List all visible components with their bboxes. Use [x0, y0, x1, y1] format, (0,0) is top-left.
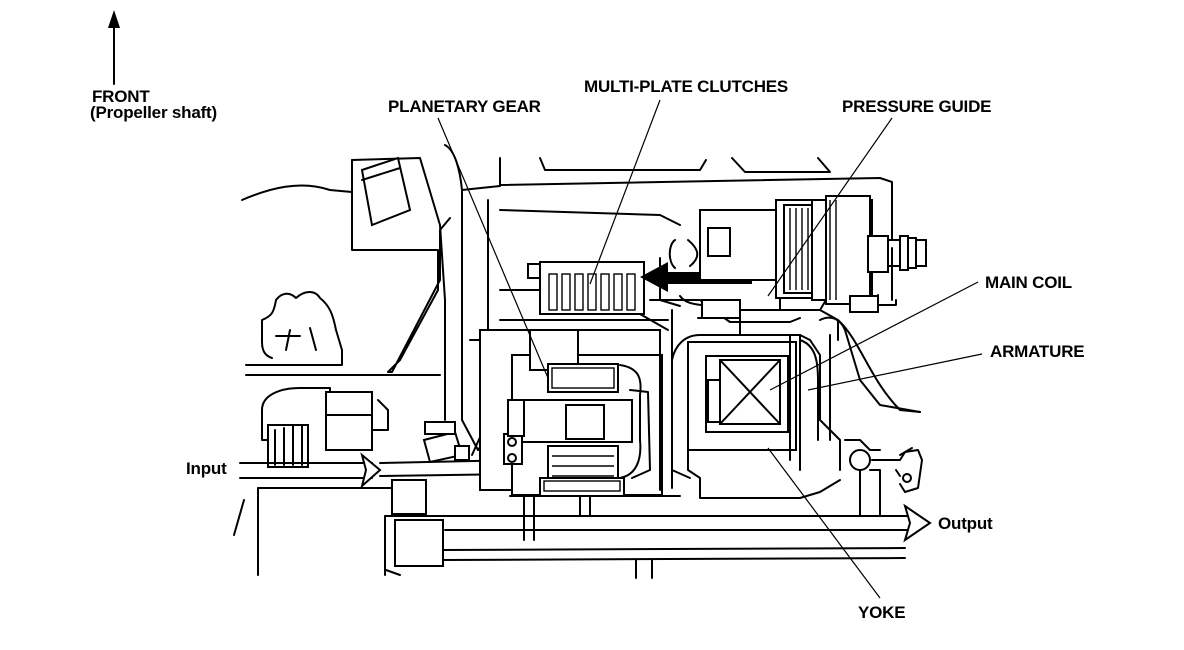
planetary-gear-leader	[437, 117, 549, 379]
pressure-guide-label: PRESSURE GUIDE	[842, 97, 992, 116]
yoke-label: YOKE	[858, 603, 906, 622]
pressure-guide-leader	[767, 117, 893, 297]
front-arrow	[108, 10, 120, 85]
input-label: Input	[186, 459, 227, 478]
front-label: FRONT	[92, 87, 150, 106]
planetary-gear-assembly	[479, 309, 681, 541]
leader-lines	[437, 99, 983, 599]
main-coil-label: MAIN COIL	[985, 273, 1072, 292]
multi-plate-clutches-label: MULTI-PLATE CLUTCHES	[584, 77, 789, 96]
yoke-leader	[767, 447, 881, 599]
multi-plate-clutches-leader	[589, 99, 661, 285]
armature-label: ARMATURE	[990, 342, 1085, 361]
input-shaft	[233, 452, 521, 576]
electromagnetic-clutch	[671, 316, 923, 517]
output-label: Output	[938, 514, 993, 533]
main-coil-leader	[769, 281, 979, 391]
multi-plate-clutches	[499, 261, 669, 331]
pressure-guide	[640, 239, 839, 341]
armature-leader	[807, 353, 983, 391]
front-sublabel: (Propeller shaft)	[90, 103, 217, 122]
coil-connector	[699, 195, 927, 313]
input-side-mechanism	[245, 291, 501, 471]
output-shaft	[384, 479, 932, 579]
planetary-gear-label: PLANETARY GEAR	[388, 97, 541, 116]
